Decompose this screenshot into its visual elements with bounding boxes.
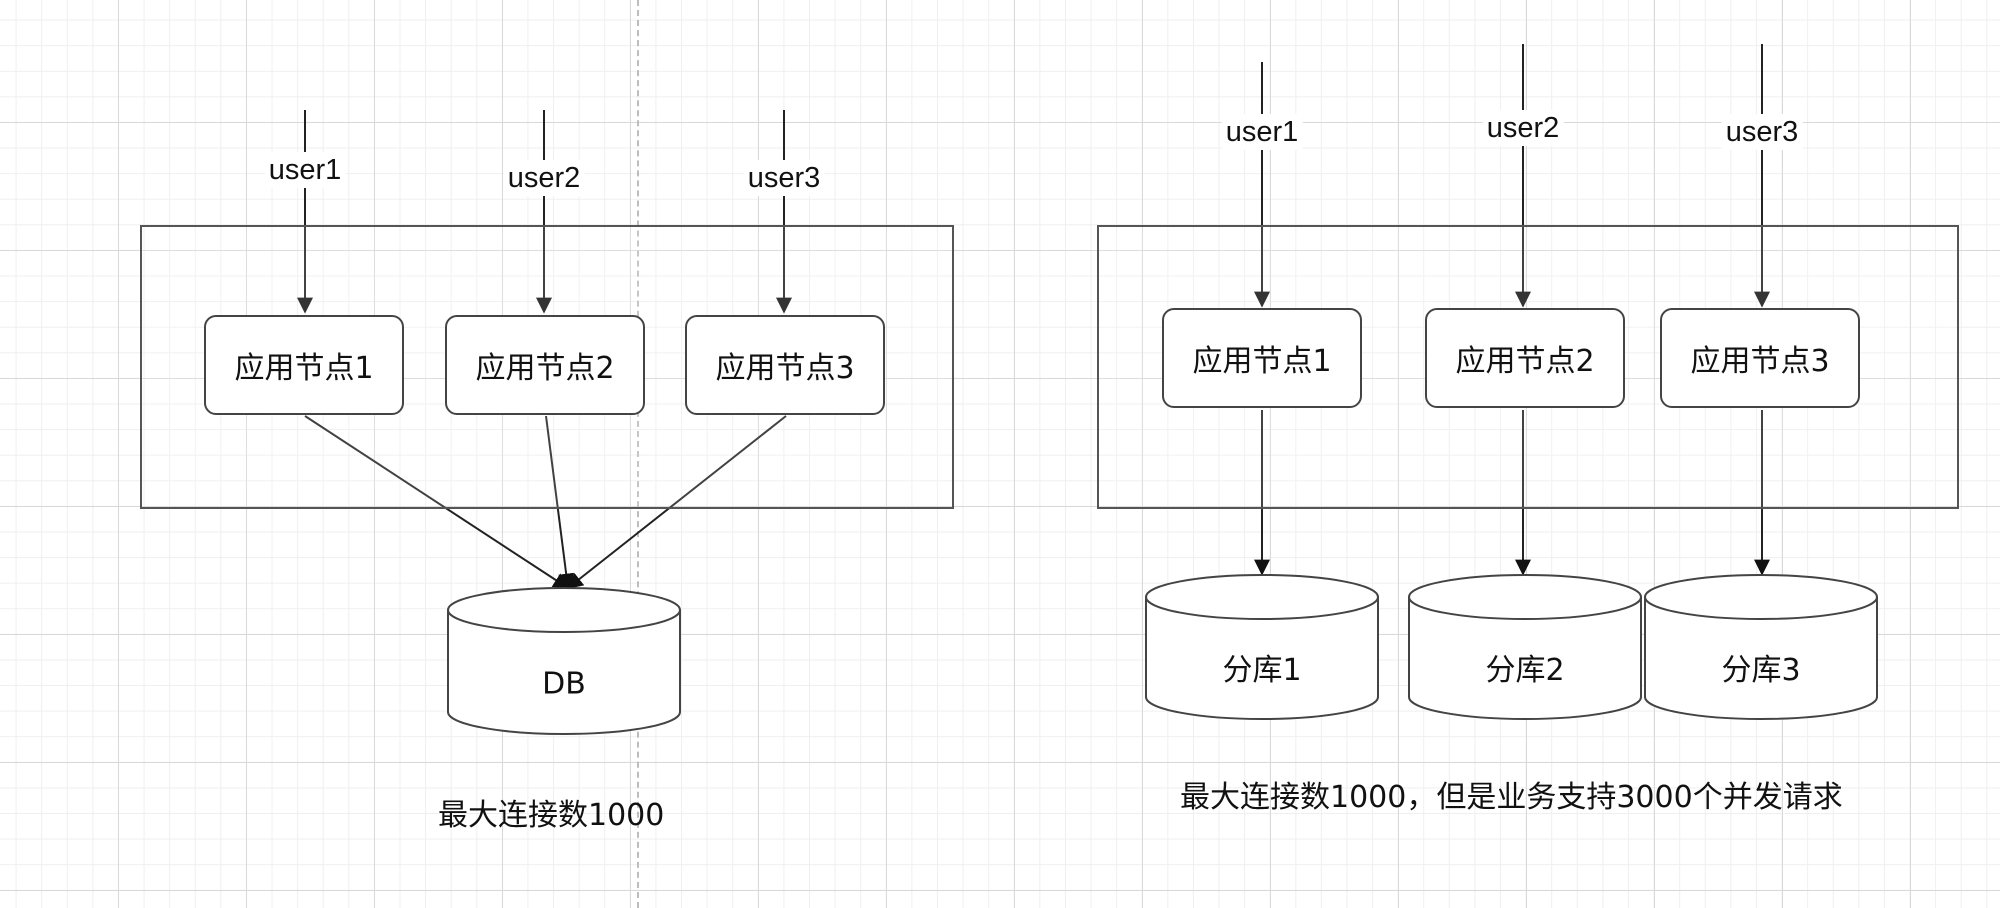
right-user-3: user3	[1721, 114, 1803, 150]
left-db-arrows	[304, 415, 787, 590]
right-app-node-1: 应用节点1	[1162, 308, 1362, 408]
right-db3-cylinder	[1644, 574, 1878, 720]
arrow-left-node2-db	[545, 415, 575, 590]
left-user-1: user1	[264, 152, 346, 188]
right-app-node-2: 应用节点2	[1425, 308, 1625, 408]
left-user-2: user2	[503, 160, 585, 196]
panel-divider	[637, 0, 639, 908]
right-db1-label: 分库1	[1222, 653, 1302, 688]
right-db2-label: 分库2	[1485, 653, 1565, 688]
right-user-arrows	[1254, 44, 1770, 308]
right-db1-cylinder	[1145, 574, 1379, 720]
left-db-cylinder	[447, 587, 681, 735]
right-caption: 最大连接数1000，但是业务支持3000个并发请求	[1180, 780, 1843, 815]
left-app-node-1: 应用节点1	[204, 315, 404, 415]
right-db2-cylinder	[1408, 574, 1642, 720]
right-db-arrows	[1254, 410, 1770, 576]
right-user-2: user2	[1482, 110, 1564, 146]
right-user-1: user1	[1221, 114, 1303, 150]
left-user-arrows	[297, 110, 792, 314]
arrow-left-node1-db	[304, 415, 570, 589]
left-user-3: user3	[743, 160, 825, 196]
right-db3-label: 分库3	[1721, 653, 1801, 688]
left-app-node-2: 应用节点2	[445, 315, 645, 415]
left-app-node-3: 应用节点3	[685, 315, 885, 415]
right-app-node-3: 应用节点3	[1660, 308, 1860, 408]
left-caption: 最大连接数1000	[438, 798, 665, 833]
arrow-left-node3-db	[566, 415, 787, 589]
left-db-label: DB	[542, 666, 586, 702]
